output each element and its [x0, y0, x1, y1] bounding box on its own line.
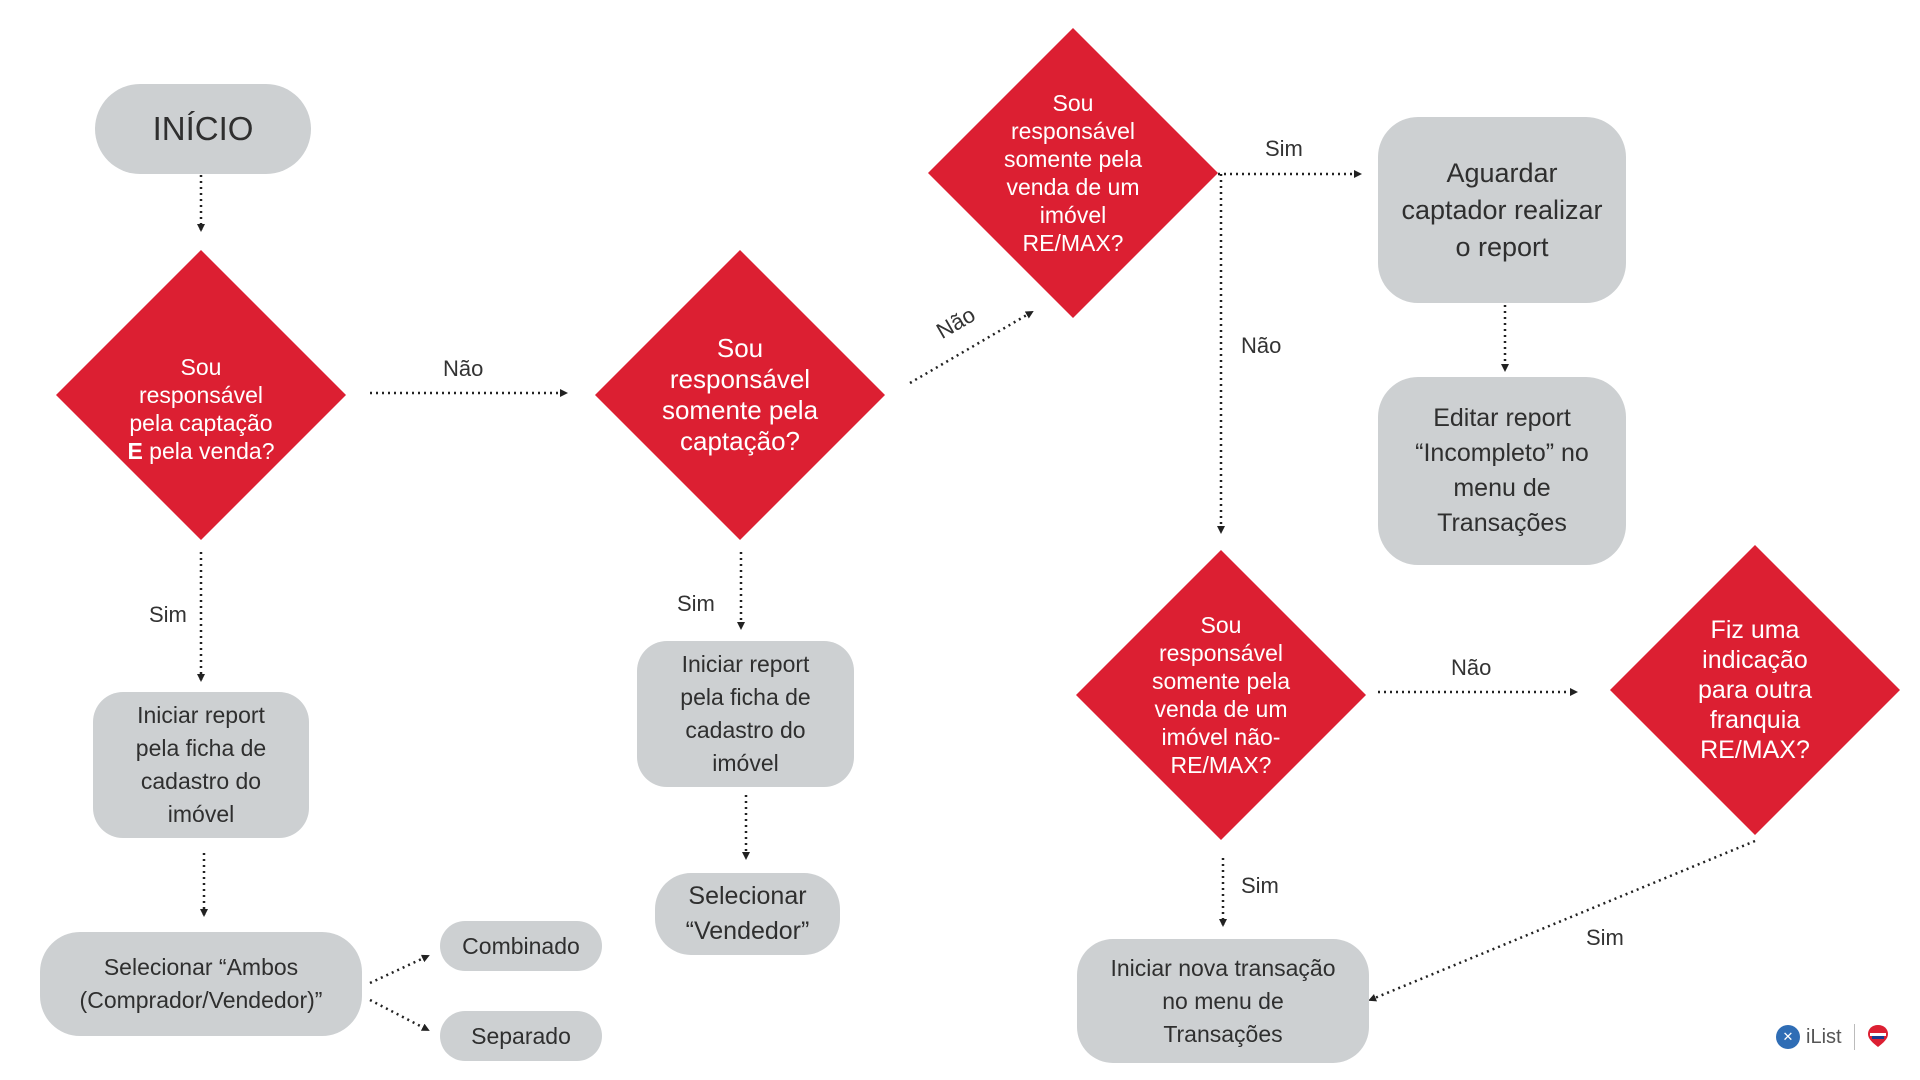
process-iniciar-nova-transacao: Iniciar nova transação no menu de Transa…	[1077, 939, 1369, 1063]
decision-text-part: pela venda?	[142, 438, 275, 464]
decision-diamond-shape	[56, 250, 346, 540]
logo-divider	[1853, 1024, 1855, 1050]
arrow-q5-nova	[1368, 839, 1756, 1002]
start-node: INÍCIO	[95, 84, 311, 174]
decision-captacao-e-venda: Sou responsável pela captação E pela ven…	[56, 250, 346, 540]
decision-text: Fiz uma indicação para outra franquia RE…	[1698, 616, 1812, 764]
decision-somente-venda-nao-remax: Sou responsável somente pela venda de um…	[1076, 550, 1366, 840]
decision-text-part: Sou responsável pela captação	[129, 354, 273, 436]
logo-text: iList	[1806, 1025, 1842, 1048]
decision-indicacao-outra-franquia: Fiz uma indicação para outra franquia RE…	[1610, 545, 1900, 835]
decision-text: Sou responsável somente pela venda de um…	[1003, 90, 1143, 256]
decision-diamond-shape	[928, 28, 1218, 318]
ilist-icon: ✕	[1776, 1025, 1800, 1049]
process-aguardar-captador: Aguardar captador realizar o report	[1378, 117, 1626, 303]
decision-text: Sou responsável somente pela venda de um…	[1151, 612, 1291, 778]
arrow-ambos-separado	[369, 998, 430, 1032]
process-combinado: Combinado	[440, 921, 602, 971]
arrow-ambos-combinado	[369, 954, 430, 985]
process-editar-report: Editar report “Incompleto” no menu de Tr…	[1378, 377, 1626, 565]
decision-somente-venda-remax: Sou responsável somente pela venda de um…	[928, 28, 1218, 318]
balloon-logo-icon	[1867, 1025, 1888, 1047]
decision-diamond-shape	[595, 250, 885, 540]
decision-somente-captacao: Sou responsável somente pela captação?	[595, 250, 885, 540]
ilist-logo: ✕ iList	[1776, 1024, 1889, 1050]
process-separado: Separado	[440, 1011, 602, 1061]
edge-label-q4-nao: Não	[1451, 655, 1492, 680]
process-iniciar-report-1: Iniciar report pela ficha de cadastro do…	[93, 692, 309, 838]
process-selecionar-vendedor: Selecionar “Vendedor”	[655, 873, 840, 955]
decision-diamond-shape	[1610, 545, 1900, 835]
process-iniciar-report-2: Iniciar report pela ficha de cadastro do…	[637, 641, 854, 787]
decision-text: Sou responsável pela captação E pela ven…	[127, 325, 274, 465]
decision-text: Sou responsável somente pela captação?	[661, 333, 819, 456]
edge-label-q3-sim: Sim	[1265, 136, 1303, 161]
edge-label-q1-sim: Sim	[149, 602, 187, 627]
edge-label-q2-sim: Sim	[677, 591, 715, 616]
edge-label-q1-nao: Não	[443, 356, 484, 381]
edge-label-q4-sim: Sim	[1241, 873, 1279, 898]
edge-label-q5-sim: Sim	[1586, 925, 1624, 950]
edge-label-q3-nao: Não	[1241, 333, 1282, 358]
process-selecionar-ambos: Selecionar “Ambos (Comprador/Vendedor)”	[40, 932, 362, 1036]
decision-text-bold: E	[127, 438, 143, 464]
decision-diamond-shape	[1076, 550, 1366, 840]
